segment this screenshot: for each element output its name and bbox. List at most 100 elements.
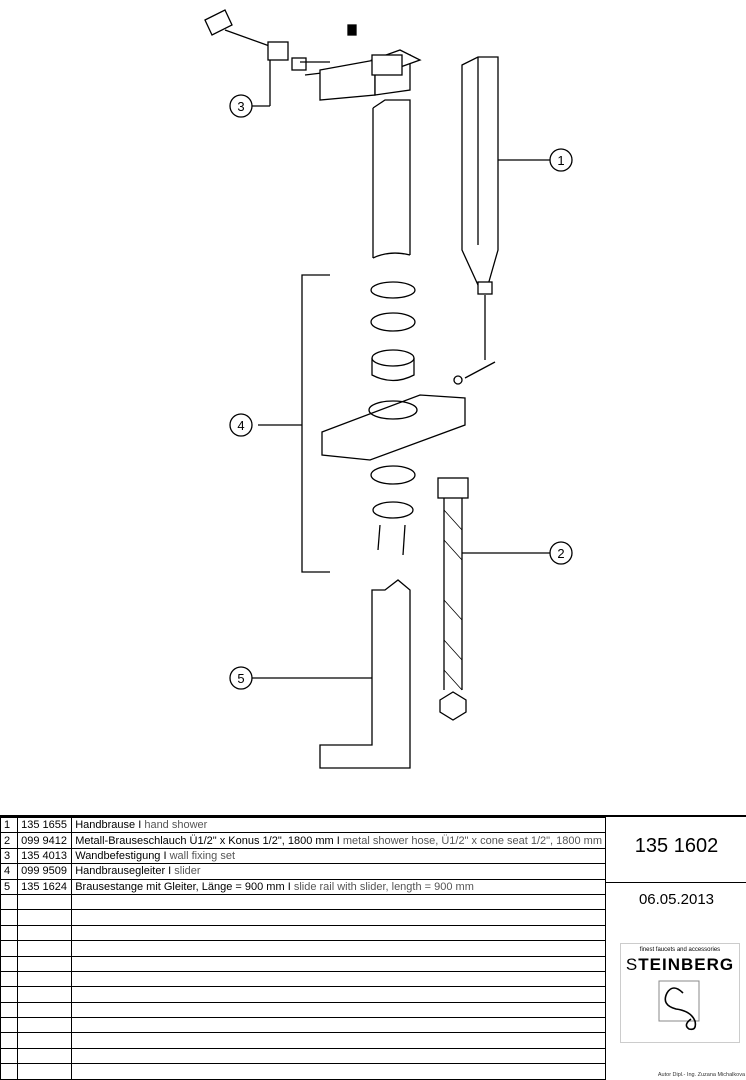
empty-cell xyxy=(17,940,73,957)
description-en: metal shower hose, Ü1/2" x cone seat 1/2… xyxy=(342,834,602,847)
description-en: wall fixing set xyxy=(169,849,236,862)
empty-table-row xyxy=(0,1063,606,1080)
steinberg-logo: finest faucets and accessories STEINBERG xyxy=(620,943,740,1043)
empty-table-row xyxy=(0,1017,606,1034)
empty-cell xyxy=(17,970,73,988)
logo-tagline: finest faucets and accessories xyxy=(639,947,721,953)
empty-cell xyxy=(17,1032,73,1049)
description-en: slide rail with slider, length = 900 mm xyxy=(293,880,474,893)
logo-swirl-icon xyxy=(658,980,700,1031)
empty-cell xyxy=(71,986,606,1003)
brand-rest: TEINBERG xyxy=(638,955,735,974)
empty-cell xyxy=(17,893,73,911)
pos: 1 xyxy=(0,816,19,834)
empty-cell xyxy=(71,1032,606,1049)
empty-cell xyxy=(71,955,606,972)
empty-cell xyxy=(0,893,19,911)
empty-cell xyxy=(71,893,606,911)
description: Handbrause I hand shower xyxy=(71,816,606,834)
description-de: Handbrausegleiter I xyxy=(75,865,172,878)
description: Wandbefestigung I wall fixing set xyxy=(71,847,606,865)
description-en: hand shower xyxy=(144,819,208,832)
empty-cell xyxy=(0,924,19,942)
description: Brausestange mit Gleiter, Länge = 900 mm… xyxy=(71,878,606,895)
article-code: 099 9509 xyxy=(17,863,73,880)
article-code: 135 4013 xyxy=(17,847,73,865)
empty-cell xyxy=(17,1017,73,1034)
empty-cell xyxy=(71,1001,606,1019)
title-block: 135 1602 06.05.2013 finest faucets and a… xyxy=(605,817,746,1080)
empty-table-row xyxy=(0,1032,606,1049)
empty-cell xyxy=(17,1001,73,1019)
shower-hose xyxy=(437,477,469,721)
empty-cell xyxy=(71,924,606,942)
empty-cell xyxy=(71,1047,606,1065)
callout-label-1: 1 xyxy=(557,153,564,168)
callout-label-4: 4 xyxy=(237,418,244,433)
pos: 5 xyxy=(0,878,19,895)
description-de: Handbrause I xyxy=(75,819,142,832)
description: Handbrausegleiter I slider xyxy=(71,863,606,880)
empty-table-row xyxy=(0,940,606,957)
wall-fixing-set xyxy=(204,9,422,101)
article-number: 135 1602 xyxy=(634,835,719,857)
description-de: Brausestange mit Gleiter, Länge = 900 mm… xyxy=(75,880,291,893)
article-code: 135 1655 xyxy=(17,816,73,834)
upper-rail xyxy=(372,99,411,259)
empty-table-row xyxy=(0,1047,606,1065)
empty-cell xyxy=(0,1047,19,1065)
empty-cell xyxy=(0,1001,19,1019)
empty-cell xyxy=(0,970,19,988)
article-code: 099 9412 xyxy=(17,832,73,849)
empty-cell xyxy=(0,940,19,957)
callout-label-5: 5 xyxy=(237,671,244,686)
empty-cell xyxy=(71,1063,606,1080)
empty-table-row xyxy=(0,1001,606,1019)
pos: 4 xyxy=(0,863,19,880)
empty-cell xyxy=(71,909,606,926)
empty-cell xyxy=(17,909,73,926)
empty-cell xyxy=(0,986,19,1003)
pos: 2 xyxy=(0,832,19,849)
empty-table-row xyxy=(0,955,606,972)
drawing-date: 06.05.2013 xyxy=(638,891,715,908)
slider-assembly xyxy=(321,281,496,556)
empty-cell xyxy=(17,924,73,942)
callout-5 xyxy=(229,666,253,690)
empty-cell xyxy=(0,955,19,972)
pos: 3 xyxy=(0,847,19,865)
empty-table-row xyxy=(0,924,606,942)
description: Metall-Brauseschlauch Ü1/2" x Konus 1/2"… xyxy=(71,832,606,849)
description-en: slider xyxy=(174,865,201,878)
article-code: 135 1624 xyxy=(17,878,73,895)
hand-shower xyxy=(461,56,499,360)
empty-table-row xyxy=(0,970,606,988)
callout-label-2: 2 xyxy=(557,546,564,561)
empty-cell xyxy=(17,1047,73,1065)
divider xyxy=(606,882,746,883)
empty-cell xyxy=(71,940,606,957)
author: Autor Dipl.- Ing. Zuzana Michalkova xyxy=(657,1072,745,1078)
callout-3 xyxy=(229,94,253,118)
empty-cell xyxy=(0,1032,19,1049)
exploded-parts-drawing: 3 1 4 2 5 xyxy=(204,9,573,769)
empty-table-row xyxy=(0,909,606,926)
empty-cell xyxy=(17,955,73,972)
empty-table-row xyxy=(0,986,606,1003)
callout-label-3: 3 xyxy=(237,99,244,114)
empty-cell xyxy=(17,986,73,1003)
callout-2 xyxy=(549,541,573,565)
description-de: Metall-Brauseschlauch Ü1/2" x Konus 1/2"… xyxy=(75,834,340,847)
logo-brand: STEINBERG xyxy=(621,955,739,975)
empty-cell xyxy=(17,1063,73,1080)
callout-4 xyxy=(229,413,253,437)
brand-first-letter: S xyxy=(625,955,639,974)
empty-cell xyxy=(0,1063,19,1080)
description-de: Wandbefestigung I xyxy=(75,849,167,862)
